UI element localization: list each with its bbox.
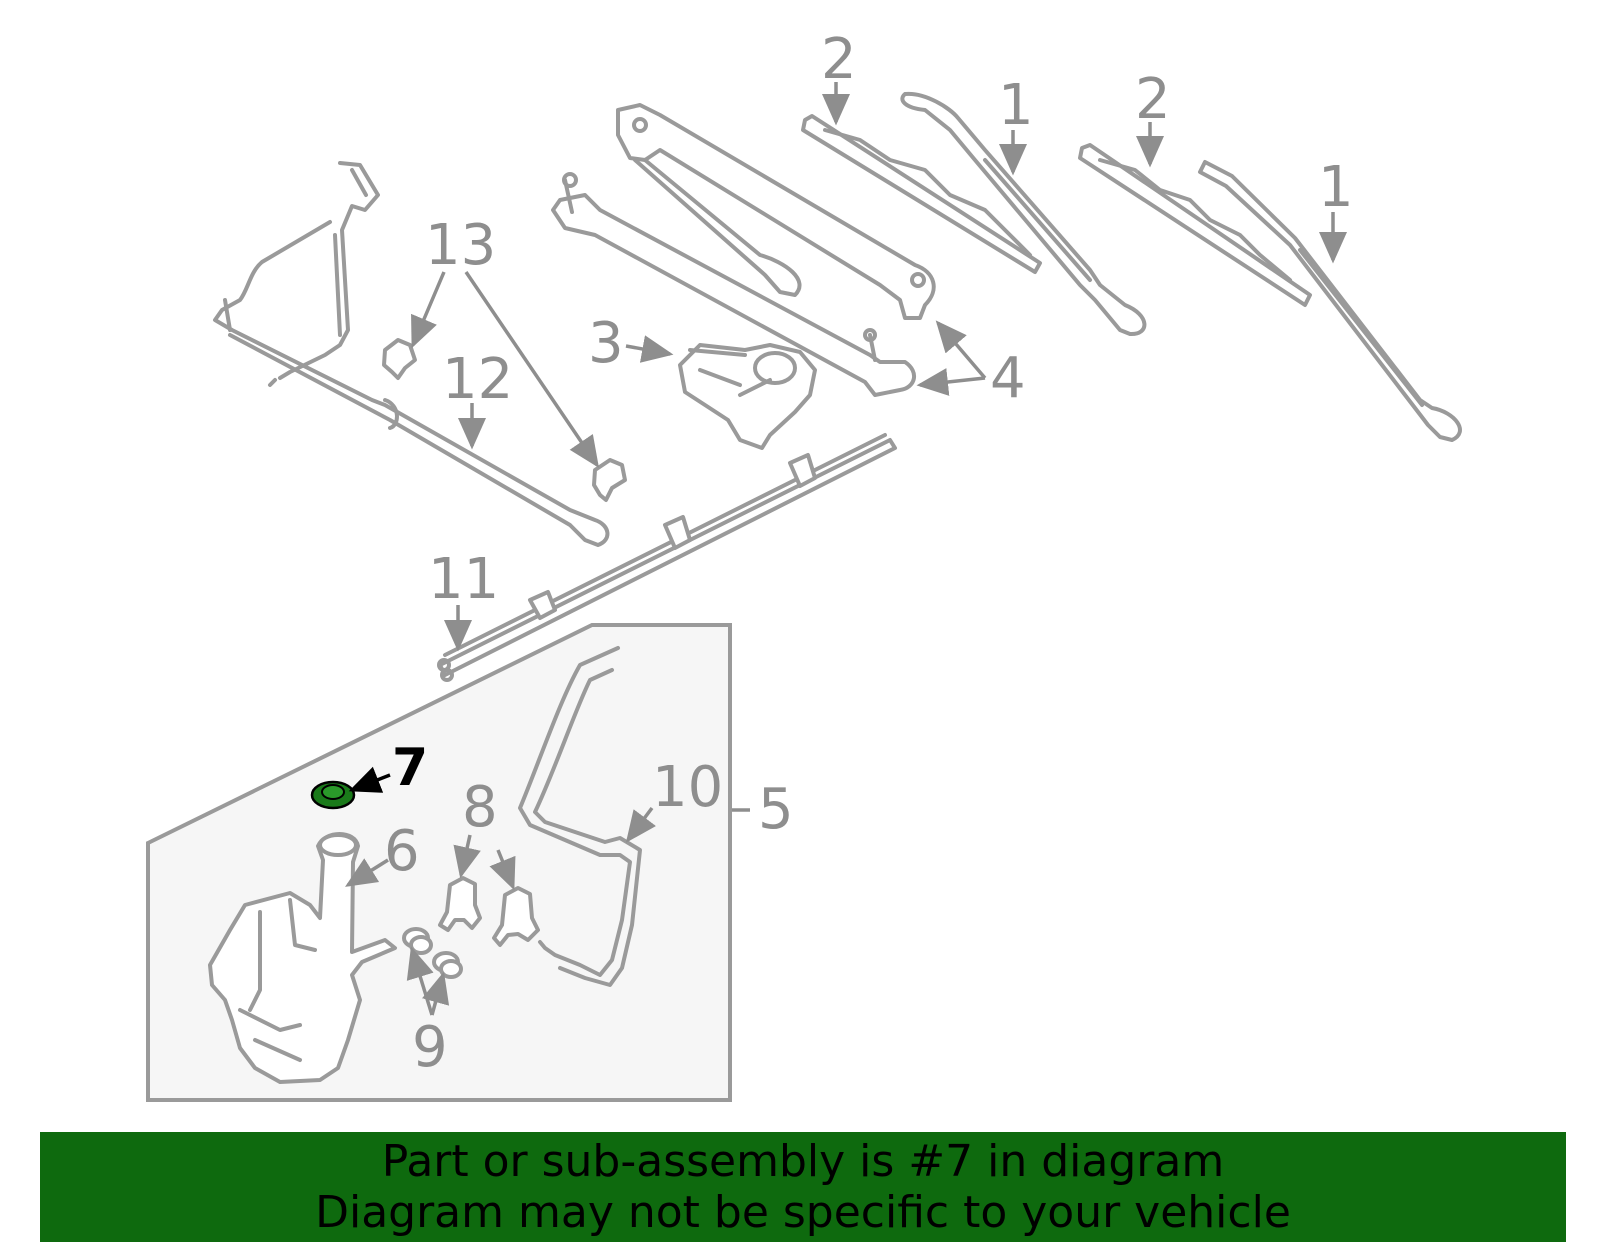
washer-inlet-hose[interactable] [518,646,642,987]
washer-reservoir[interactable] [208,832,397,1084]
callout-13: 13 [425,213,496,278]
info-banner: Part or sub-assembly is #7 in diagram Di… [40,1132,1566,1242]
callout-8: 8 [462,775,498,840]
wiper-arm-right[interactable] [1198,160,1462,442]
callout-3: 3 [588,311,624,376]
callout-2-left: 2 [821,27,857,92]
callout-7: 7 [392,738,428,798]
washer-nozzle-upper[interactable] [382,338,417,380]
wiper-linkage[interactable] [551,103,936,397]
callout-9: 9 [412,1015,448,1080]
callout-1-right: 1 [1318,155,1354,220]
callout-6: 6 [384,819,420,884]
wiper-blade-right[interactable] [1078,143,1312,307]
wiper-motor[interactable] [678,343,817,450]
wiper-blade-left[interactable] [801,114,1042,274]
washer-hose-rail[interactable] [437,433,897,682]
banner-line-2: Diagram may not be specific to your vehi… [315,1187,1291,1238]
washer-pump-left[interactable] [438,876,482,932]
callout-1-left: 1 [998,73,1034,138]
washer-hose-left[interactable] [213,161,610,547]
washer-pump-right[interactable] [492,886,540,947]
banner-line-1: Part or sub-assembly is #7 in diagram [381,1136,1225,1187]
leader-arrows [345,82,1347,1016]
reservoir-cap-highlighted[interactable] [310,780,356,810]
grommet-lower[interactable] [432,951,463,979]
callout-4: 4 [990,346,1026,411]
callout-5: 5 [758,777,794,842]
washer-nozzle-lower[interactable] [592,458,627,502]
callout-12: 12 [442,347,513,412]
callout-10: 10 [652,755,723,820]
callout-2-right: 2 [1135,67,1171,132]
wiper-arm-left[interactable] [900,91,1147,337]
callout-11: 11 [428,547,499,612]
